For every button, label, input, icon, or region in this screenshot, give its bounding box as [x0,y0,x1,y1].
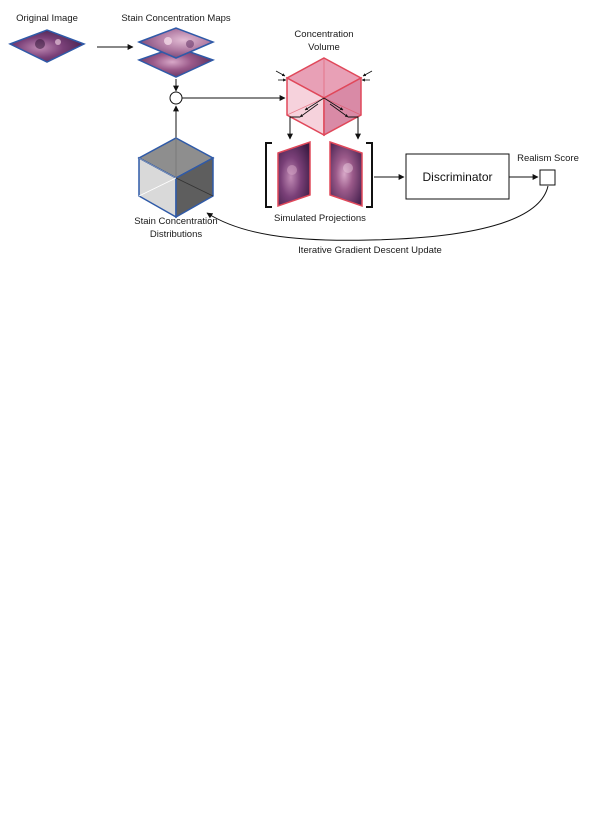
realism-score-box [539,169,556,186]
stain-maps-node: Stain Concentration Maps [121,13,231,78]
gradient-update-arrow [206,185,549,241]
volume-label-line2: Volume [308,42,340,53]
projection-right [329,140,363,208]
discriminator-label: Discriminator [422,170,492,184]
gradient-update-label: Iterative Gradient Descent Update [298,245,442,256]
projections-label: Simulated Projections [274,213,366,224]
volume-label-line1: Concentration [294,29,353,40]
simulated-projections: Simulated Projections [265,140,373,224]
original-image-tile [8,29,86,63]
bracket-right [366,142,373,208]
discriminator-box [405,153,510,200]
combine-junction [169,91,183,105]
distributions-label-line1: Stain Concentration [134,216,217,227]
concentration-volume-cube: Concentration Volume [275,29,373,137]
arrow-volume-to-right-projection [348,116,361,140]
original-image-node: Original Image [8,13,86,63]
arrow-volume-to-left-projection [287,116,300,140]
discriminator-block: Discriminator [405,153,510,200]
realism-score-label: Realism Score [517,153,579,164]
realism-score: Realism Score [517,153,579,186]
distributions-cube: Stain Concentration Distributions [134,137,218,240]
stain-map-top [137,27,215,59]
distributions-label-line2: Distributions [150,229,203,240]
original-image-label: Original Image [16,13,78,24]
bracket-left [265,142,272,208]
stain-maps-label: Stain Concentration Maps [121,13,231,24]
